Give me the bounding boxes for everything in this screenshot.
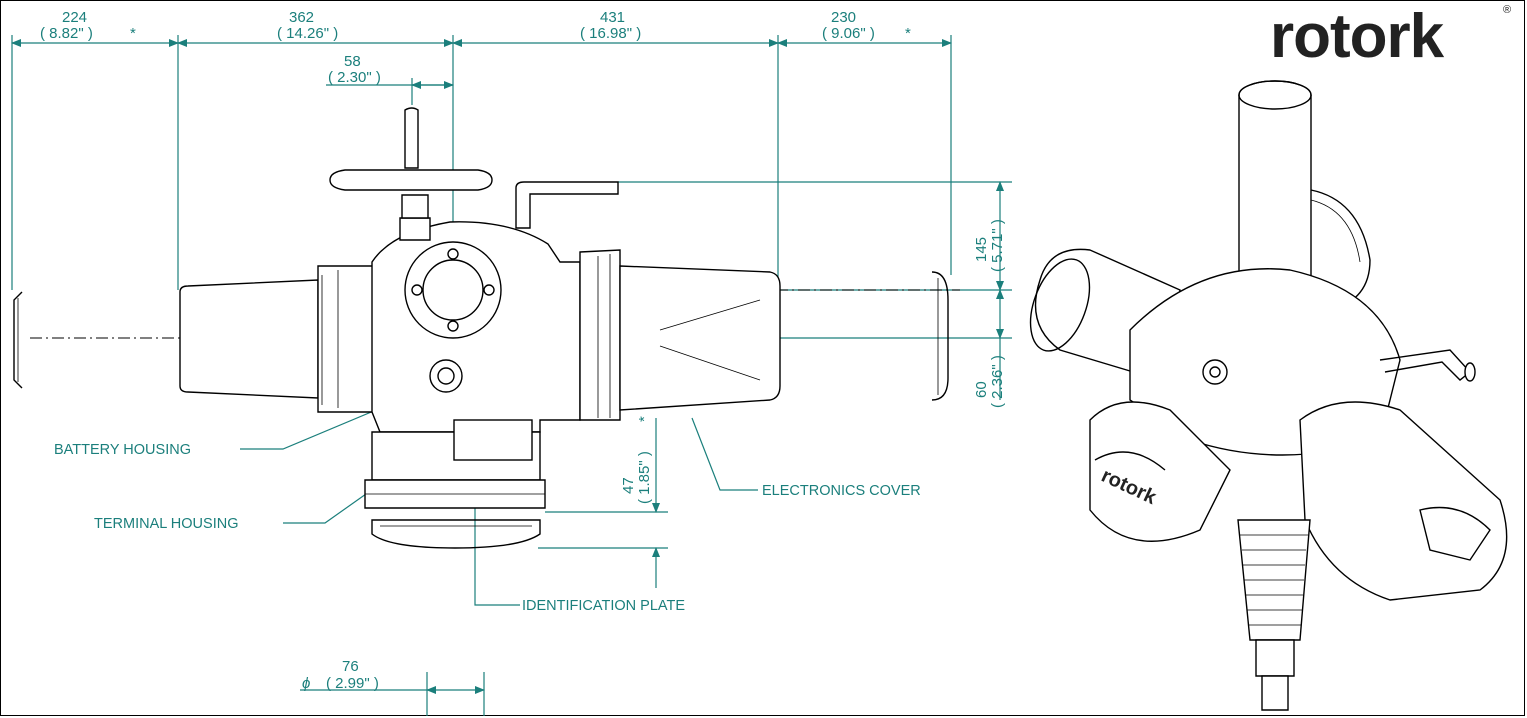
- svg-text:*: *: [130, 25, 136, 42]
- svg-text:IDENTIFICATION PLATE: IDENTIFICATION PLATE: [522, 598, 685, 614]
- svg-text:( 9.06" ): ( 9.06" ): [822, 25, 875, 42]
- svg-text:76: 76: [342, 658, 359, 675]
- svg-text:( 1.85" ): ( 1.85" ): [636, 451, 653, 504]
- dim-60: 60 ( 2.36" ): [973, 355, 1006, 408]
- dim-230: 230 ( 9.06" ) *: [822, 9, 911, 42]
- svg-text:58: 58: [344, 53, 361, 70]
- svg-text:BATTERY HOUSING: BATTERY HOUSING: [54, 442, 191, 458]
- svg-text:( 16.98" ): ( 16.98" ): [580, 25, 641, 42]
- svg-text:47: 47: [620, 477, 637, 494]
- bottom-dims: [300, 418, 668, 716]
- callout-identification-plate: IDENTIFICATION PLATE: [474, 462, 685, 614]
- svg-text:( 5.71" ): ( 5.71" ): [989, 219, 1006, 272]
- svg-text:431: 431: [600, 9, 625, 26]
- svg-text:( 2.99" ): ( 2.99" ): [326, 675, 379, 692]
- svg-text:224: 224: [62, 9, 87, 26]
- dim-431: 431 ( 16.98" ): [580, 9, 641, 42]
- dim-224: 224 ( 8.82" ) *: [40, 9, 136, 42]
- svg-text:*: *: [905, 25, 911, 42]
- svg-text:( 2.30" ): ( 2.30" ): [328, 69, 381, 86]
- svg-text:( 2.36" ): ( 2.36" ): [989, 355, 1006, 408]
- dim-145: 145 ( 5.71" ): [973, 219, 1006, 272]
- actuator-side-view: [13, 107, 960, 549]
- svg-text:*: *: [636, 416, 653, 422]
- dim-47: 47 ( 1.85" ) *: [620, 416, 653, 504]
- callout-terminal-housing: TERMINAL HOUSING: [94, 493, 367, 532]
- svg-text:362: 362: [289, 9, 314, 26]
- registered-mark: ®: [1503, 4, 1512, 16]
- svg-text:145: 145: [973, 237, 990, 262]
- svg-text:( 8.82" ): ( 8.82" ): [40, 25, 93, 42]
- svg-text:ELECTRONICS COVER: ELECTRONICS COVER: [762, 483, 921, 499]
- svg-text:ϕ: ϕ: [302, 675, 310, 692]
- dim-362: 362 ( 14.26" ): [277, 9, 338, 42]
- actuator-isometric-view: rotork: [1029, 80, 1508, 711]
- callout-electronics-cover: ELECTRONICS COVER: [691, 417, 921, 499]
- dim-58: 58 ( 2.30" ): [328, 53, 381, 86]
- svg-text:TERMINAL HOUSING: TERMINAL HOUSING: [94, 516, 238, 532]
- top-dimension-chain: [11, 35, 952, 290]
- dim-76: 76 ϕ ( 2.99" ): [302, 658, 379, 692]
- svg-text:60: 60: [973, 381, 990, 398]
- svg-text:( 14.26" ): ( 14.26" ): [277, 25, 338, 42]
- rotork-logo: rotork: [1270, 2, 1444, 71]
- svg-text:230: 230: [831, 9, 856, 26]
